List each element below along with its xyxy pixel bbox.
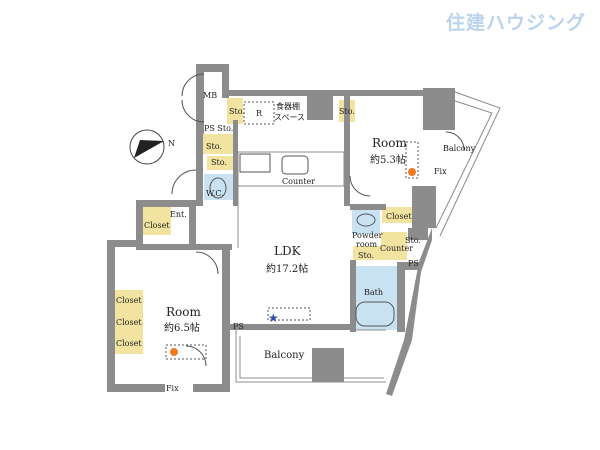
- light-marker-room2: [170, 348, 178, 356]
- star-marker-ldk: ★: [268, 311, 279, 325]
- brand-logo: 住建ハウジング: [445, 12, 586, 34]
- label-counter-kitchen: Counter: [282, 177, 315, 186]
- label-powder-2: room: [356, 240, 377, 249]
- label-closet-room1: Closet: [386, 212, 412, 221]
- label-room2-size: 約6.5帖: [164, 321, 200, 334]
- label-sto-b: Sto.: [211, 158, 227, 167]
- label-balcony-bottom: Balcony: [264, 350, 305, 361]
- label-fix-bottom: Fix: [166, 384, 179, 393]
- label-powder-1: Powder: [352, 231, 383, 240]
- label-closet-2: Closet: [116, 318, 142, 327]
- label-sto-powder: Sto.: [358, 251, 374, 260]
- label-ps-bath: PS: [408, 259, 419, 268]
- label-pantry-1: 食器棚: [276, 101, 300, 111]
- label-bath: Bath: [364, 288, 383, 297]
- label-mb: MB: [203, 91, 217, 100]
- label-ldk-name: LDK: [274, 244, 302, 258]
- label-ent: Ent.: [170, 210, 187, 219]
- label-sto-counter-1: Sto.: [405, 236, 421, 245]
- label-fix-right: Fix: [434, 167, 447, 176]
- label-closet-1: Closet: [116, 296, 142, 305]
- walls: [107, 64, 455, 396]
- label-pantry-2: スペース: [274, 113, 305, 122]
- storage-areas: [115, 98, 416, 354]
- label-balcony-right: Balcony: [443, 144, 476, 153]
- label-closet-ent: Closet: [144, 221, 170, 230]
- label-ps-sto: PS Sto.: [204, 124, 233, 133]
- label-room1-size: 約5.3帖: [370, 153, 406, 166]
- label-room2-name: Room: [166, 305, 201, 319]
- label-wc: W.C.: [206, 189, 224, 198]
- label-sto-counter-2: Counter: [380, 244, 413, 253]
- light-marker-room1: [408, 168, 416, 176]
- compass-icon: [129, 129, 165, 165]
- label-sto-right: Sto.: [339, 107, 355, 116]
- label-sto-a: Sto.: [206, 142, 222, 151]
- label-sto-top: Sto.: [229, 107, 245, 116]
- thin-lines: [165, 73, 501, 383]
- label-ps-ldk: PS: [233, 322, 244, 331]
- compass-north-label: N: [168, 139, 175, 148]
- label-r: R: [256, 109, 263, 118]
- label-closet-3: Closet: [116, 339, 142, 348]
- label-ldk-size: 約17.2帖: [266, 262, 308, 275]
- label-room1-name: Room: [372, 136, 407, 150]
